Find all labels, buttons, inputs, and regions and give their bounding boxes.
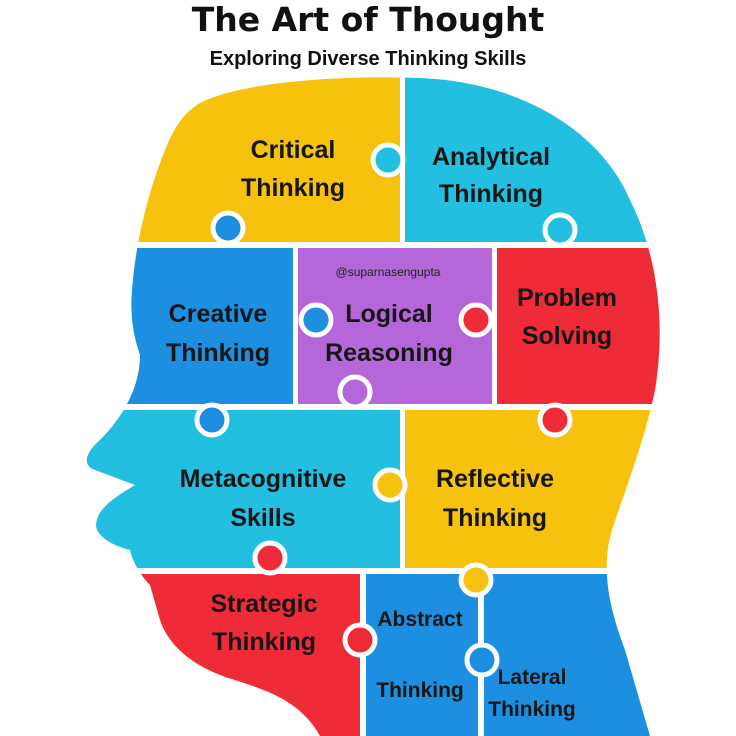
- puzzle-knob: [342, 622, 378, 658]
- label-problem-line1: Problem: [517, 284, 617, 312]
- page-subtitle: Exploring Diverse Thinking Skills: [209, 48, 527, 70]
- puzzle-knob: [464, 642, 500, 678]
- label-metacognitive-line1: Metacognitive: [180, 465, 347, 493]
- label-critical-line1: Critical: [251, 136, 336, 164]
- label-logical-line1: Logical: [345, 300, 433, 328]
- label-strategic-line1: Strategic: [211, 590, 318, 618]
- puzzle-knob: [458, 562, 494, 598]
- label-metacognitive-line2: Skills: [230, 504, 295, 532]
- label-abstract-line1: Abstract: [377, 608, 462, 631]
- label-creative-line1: Creative: [169, 300, 268, 328]
- label-logical-line2: Reasoning: [325, 339, 453, 367]
- page-title: The Art of Thought: [191, 0, 545, 39]
- label-analytical-line1: Analytical: [432, 143, 550, 171]
- puzzle-knob: [458, 302, 494, 338]
- puzzle-knob: [194, 402, 230, 438]
- credit-handle: @suparnasengupta: [336, 265, 441, 279]
- puzzle-knob: [252, 540, 288, 576]
- label-lateral-line2: Thinking: [488, 698, 576, 721]
- label-problem-line2: Solving: [522, 322, 612, 350]
- piece-critical-thinking: [86, 77, 400, 242]
- piece-problem-solving: [497, 248, 660, 404]
- piece-metacognitive-skills: [86, 410, 400, 568]
- label-reflective-line1: Reflective: [436, 465, 554, 493]
- puzzle-knob: [542, 212, 578, 248]
- puzzle-knob: [298, 302, 334, 338]
- label-abstract-line2: Thinking: [376, 679, 464, 702]
- label-creative-line2: Thinking: [166, 339, 270, 367]
- puzzle-knob: [370, 142, 406, 178]
- label-lateral-line1: Lateral: [498, 666, 567, 689]
- label-strategic-line2: Thinking: [212, 628, 316, 656]
- puzzle-knob: [337, 374, 373, 410]
- puzzle-knob: [537, 402, 573, 438]
- label-reflective-line2: Thinking: [443, 504, 547, 532]
- puzzle-knob: [210, 210, 246, 246]
- label-analytical-line2: Thinking: [439, 180, 543, 208]
- piece-abstract-thinking: [366, 574, 478, 736]
- label-critical-line2: Thinking: [241, 174, 345, 202]
- puzzle-knob: [372, 467, 408, 503]
